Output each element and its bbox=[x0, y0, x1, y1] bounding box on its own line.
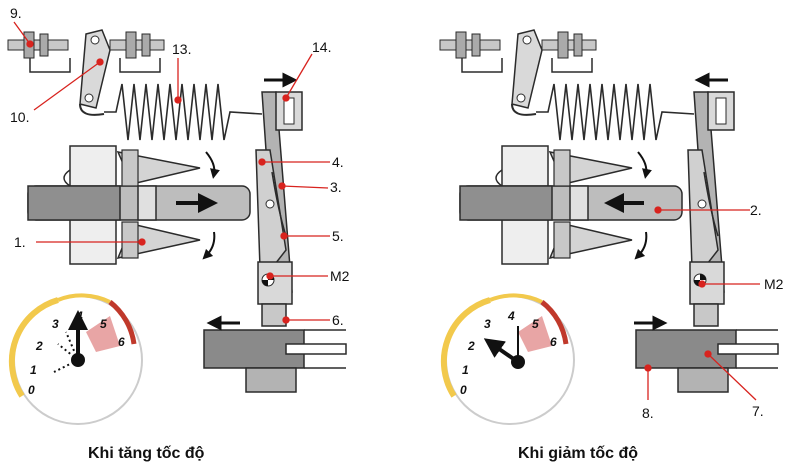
leader-lines bbox=[644, 206, 760, 401]
gauge-tick-0: 0 bbox=[460, 383, 467, 397]
label-8: 8. bbox=[642, 405, 654, 421]
gauge-tick-6: 6 bbox=[118, 335, 125, 349]
caption-speed-increase: Khi tăng tốc độ bbox=[88, 445, 205, 462]
gauge-hub bbox=[71, 353, 85, 367]
label-4: 4. bbox=[332, 154, 344, 170]
label-10: 10. bbox=[10, 109, 29, 125]
gauge-hub bbox=[511, 355, 525, 369]
label-m2: M2 bbox=[764, 276, 784, 292]
gauge-tick-3: 3 bbox=[52, 317, 59, 331]
label-6: 6. bbox=[332, 312, 344, 328]
label-7: 7. bbox=[752, 403, 764, 419]
label-2: 2. bbox=[750, 202, 762, 218]
gauge-trace bbox=[57, 343, 79, 361]
label-14: 14. bbox=[312, 39, 331, 55]
gauge-tick-0: 0 bbox=[28, 383, 35, 397]
label-13: 13. bbox=[172, 41, 191, 57]
label-m2: M2 bbox=[330, 268, 350, 284]
caption-speed-decrease: Khi giảm tốc độ bbox=[518, 445, 638, 462]
gauge-tick-3: 3 bbox=[484, 317, 491, 331]
label-9: 9. bbox=[10, 5, 22, 21]
label-1: 1. bbox=[14, 234, 26, 250]
panel-speed-increase: 0 1 2 3 4 5 6 9. 10. 13. 14. 4. 3. 1. 5.… bbox=[8, 5, 350, 462]
leader-lines bbox=[13, 21, 330, 324]
panel-speed-decrease: 0 1 2 3 4 5 6 2. M2 8. 7. Khi giảm tốc đ… bbox=[440, 30, 784, 462]
gauge-tick-5: 5 bbox=[532, 317, 539, 331]
gauge-tick-5: 5 bbox=[100, 317, 107, 331]
gauge-tick-6: 6 bbox=[550, 335, 557, 349]
gauge-tick-4: 4 bbox=[507, 309, 515, 323]
gauge-tick-2: 2 bbox=[35, 339, 43, 353]
gauge-tick-4: 4 bbox=[75, 309, 83, 323]
gauge-tick-1: 1 bbox=[462, 363, 469, 377]
gauge-tick-2: 2 bbox=[467, 339, 475, 353]
label-5: 5. bbox=[332, 228, 344, 244]
label-3: 3. bbox=[330, 179, 342, 195]
gauge-tick-1: 1 bbox=[30, 363, 37, 377]
